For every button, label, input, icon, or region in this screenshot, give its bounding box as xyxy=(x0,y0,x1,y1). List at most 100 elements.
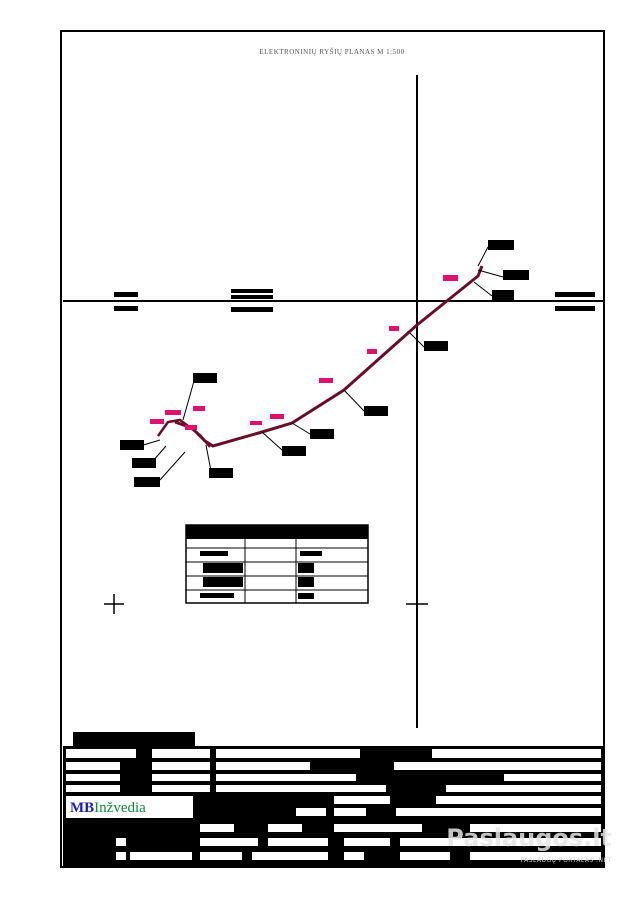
title-block-cell xyxy=(334,796,390,804)
title-block-cell xyxy=(400,852,450,860)
route-label xyxy=(193,406,205,411)
callout-label xyxy=(120,440,144,450)
title-block-cell xyxy=(216,785,386,792)
leader-lines xyxy=(139,246,504,481)
title-block-cell xyxy=(152,785,210,792)
title-block-cell xyxy=(200,852,242,860)
legend-symbol xyxy=(298,577,314,587)
leader-line xyxy=(205,444,212,472)
legend-symbol xyxy=(298,563,314,573)
grid-label xyxy=(555,306,595,311)
legend-cell xyxy=(300,551,322,556)
title-block-cell xyxy=(470,824,601,832)
leader-line xyxy=(477,246,489,267)
callout-label xyxy=(310,429,334,439)
legend-cell xyxy=(200,551,228,556)
title-block-cell xyxy=(504,774,601,781)
callout-label xyxy=(134,477,160,487)
title-block-cell xyxy=(268,838,328,846)
leader-line xyxy=(409,332,425,348)
leader-line xyxy=(261,431,283,451)
callout-label xyxy=(492,290,514,300)
grid-label xyxy=(555,292,595,297)
title-block-cell xyxy=(334,824,422,832)
grid-coordinate-labels xyxy=(114,289,595,312)
legend-cell xyxy=(298,593,314,599)
company-logo: MBInžvedia xyxy=(70,800,146,816)
logo-brand-bold: MB xyxy=(70,800,94,816)
title-block-cell xyxy=(216,749,360,758)
route-line xyxy=(174,265,484,448)
title-block-cell xyxy=(268,824,302,832)
route-label xyxy=(250,421,262,425)
grid-label xyxy=(114,306,138,311)
callout-label xyxy=(503,270,529,280)
title-block-cell xyxy=(344,852,364,860)
cable-route xyxy=(156,265,484,448)
route-label xyxy=(150,419,164,424)
title-block-cell xyxy=(116,838,126,846)
title-block-cell xyxy=(252,852,328,860)
title-block-cell xyxy=(152,762,210,770)
route-label xyxy=(185,425,197,430)
callout-label xyxy=(193,373,217,383)
leader-line xyxy=(477,269,504,278)
grid-label xyxy=(231,289,273,293)
title-block-cells xyxy=(66,749,601,860)
title-block-cell xyxy=(152,749,210,758)
route-branch xyxy=(156,418,211,448)
title-block-cell xyxy=(436,796,601,804)
legend-cell xyxy=(200,593,234,598)
route-label xyxy=(165,410,181,415)
title-block-tab xyxy=(73,732,195,746)
title-block-cell xyxy=(334,808,366,816)
leader-line xyxy=(159,451,186,481)
watermark-text: Paslaugos.lt xyxy=(446,824,612,852)
title-block-cell xyxy=(66,762,120,770)
grid-axes xyxy=(63,75,604,728)
grid-label xyxy=(231,307,273,312)
leader-line xyxy=(291,422,311,435)
callout-label xyxy=(424,341,448,351)
callout-labels xyxy=(120,240,529,487)
route-label xyxy=(270,414,284,419)
drawing-title: ELEKTRONINIŲ RYŠIŲ PLANAS M 1:500 xyxy=(259,48,404,56)
title-block-cell xyxy=(130,852,192,860)
callout-label xyxy=(488,240,514,250)
grid-label xyxy=(231,295,273,299)
leader-line xyxy=(182,380,195,421)
title-block-cell xyxy=(394,762,601,770)
callout-label xyxy=(209,468,233,478)
logo-brand-rest: Inžvedia xyxy=(94,800,146,816)
title-block-cell xyxy=(66,749,136,758)
leader-line xyxy=(343,389,365,412)
title-block-cell xyxy=(446,785,601,792)
legend-table xyxy=(185,524,369,604)
callout-label xyxy=(282,446,306,456)
title-block-cell xyxy=(116,852,126,860)
title-block: MBInžvedia xyxy=(63,732,604,867)
legend-symbol xyxy=(203,577,243,587)
title-block-cell xyxy=(66,774,120,781)
route-labels xyxy=(150,275,458,430)
title-block-cell xyxy=(66,785,120,792)
title-block-cell xyxy=(296,808,326,816)
route-label xyxy=(389,326,399,331)
title-block-cell xyxy=(400,838,601,846)
grid-label xyxy=(114,292,138,297)
title-block-cell xyxy=(152,774,210,781)
title-block-cell xyxy=(216,774,356,781)
route-label xyxy=(443,275,458,281)
title-block-cell xyxy=(396,808,601,816)
legend-header xyxy=(186,525,368,539)
callout-label xyxy=(364,406,388,416)
leader-line xyxy=(473,281,493,297)
route-label xyxy=(367,349,377,354)
title-block-cell xyxy=(432,749,601,758)
route-label xyxy=(319,378,333,383)
watermark-subtext: PASLAUGŲ PORTALAS .NET xyxy=(520,857,612,864)
title-block-cell xyxy=(470,852,601,860)
title-block-cell xyxy=(200,838,258,846)
grid-cross-marks xyxy=(104,594,428,614)
